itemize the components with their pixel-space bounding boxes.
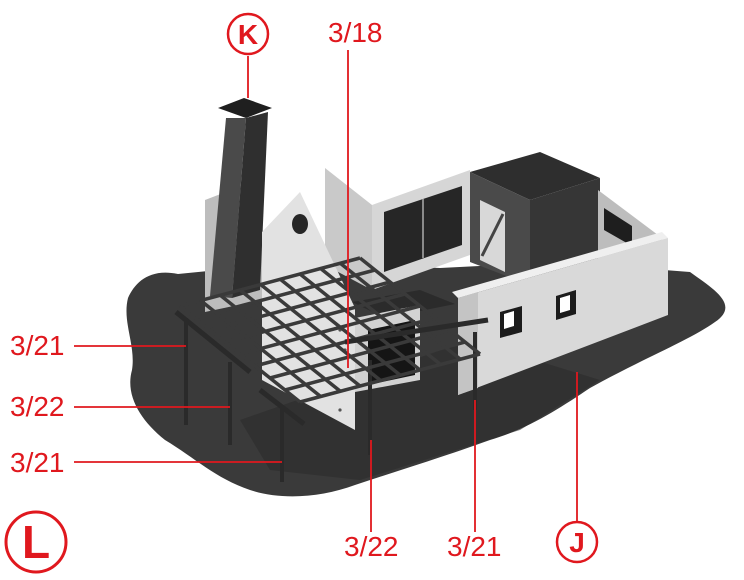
callout-j: J [569,527,585,558]
pergola-lattice [178,256,482,404]
callout-l-circle [4,510,68,574]
front-wall-top-edge [452,232,668,298]
chimney-front [210,118,246,298]
ref-3-22-bottom: 3/22 [344,531,399,562]
ref-3-21-top: 3/21 [10,330,65,361]
entrance-canopy [352,290,455,318]
gable-wall [262,192,355,430]
ref-3-21-bottom: 3/21 [447,531,502,562]
right-wall-window [604,208,632,246]
chimney-cap [218,98,272,118]
leader-lines [74,50,578,532]
chimney-side [232,112,268,298]
callout-k-circle [226,12,270,56]
box-room-top [470,152,600,200]
pergola-beams [174,310,489,426]
ref-3-21-left: 3/21 [10,447,65,478]
callout-j-circle [555,520,599,564]
gable-porthole [292,214,308,234]
callout-l: L [22,516,50,568]
door-brace [480,213,505,257]
front-window-1-frame [504,311,514,329]
front-window-2-frame [560,295,570,313]
ref-3-18: 3/18 [328,17,383,48]
ref-3-22-left: 3/22 [10,391,65,422]
callout-k: K [238,19,258,50]
